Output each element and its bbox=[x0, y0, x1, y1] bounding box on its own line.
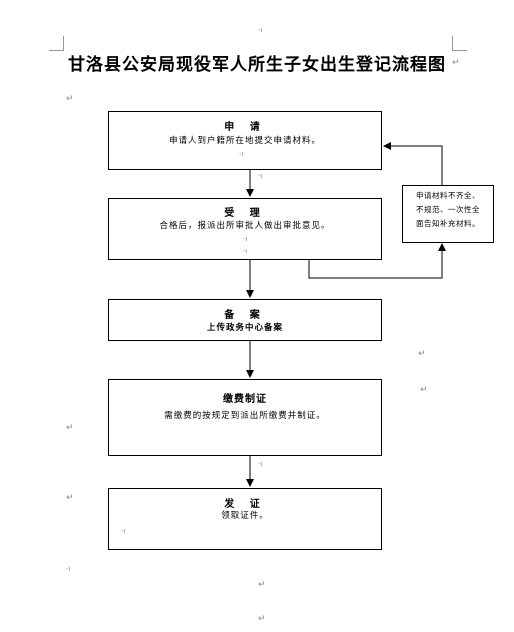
step-fee-box: 缴费制证 需缴费的按规定到派出所缴费并制证。 bbox=[108, 379, 382, 456]
paragraph-mark: ↵ bbox=[66, 423, 74, 433]
step-text: 需缴费的按规定到派出所缴费并制证。 bbox=[164, 411, 326, 421]
page-title: 甘洛县公安局现役军人所生子女出生登记流程图 bbox=[68, 55, 446, 75]
paragraph-mark: ·ı bbox=[243, 247, 248, 255]
step-heading: 申 请 bbox=[224, 122, 266, 133]
step-heading: 发 证 bbox=[224, 499, 266, 510]
step-text: 上传政务中心备案 bbox=[206, 323, 283, 333]
side-note-line: 不规范、一次性全 bbox=[416, 205, 480, 214]
paragraph-mark: ↵ bbox=[66, 94, 74, 104]
step-heading: 缴费制证 bbox=[223, 394, 267, 405]
page-corner-mark-left bbox=[49, 36, 64, 51]
side-note-line: 面告知补充材料。 bbox=[416, 219, 480, 228]
step-accept-box: 受 理 合格后，报派出所审批人做出审批意见。 ·ı ·ı bbox=[108, 198, 382, 260]
step-text: 领取证件。 bbox=[221, 511, 269, 521]
step-text: 合格后，报派出所审批人做出审批意见。 bbox=[159, 221, 331, 231]
paragraph-mark: ·ı bbox=[239, 150, 244, 158]
step-text: 申请人到户籍所在地提交申请材料。 bbox=[168, 136, 321, 146]
paragraph-mark: ↵ bbox=[258, 614, 266, 624]
paragraph-mark: ·ı bbox=[258, 26, 263, 34]
step-record-box: 备 案 上传政务中心备案 bbox=[108, 299, 382, 341]
page-corner-mark-right bbox=[452, 36, 467, 51]
step-heading: 备 案 bbox=[224, 310, 266, 321]
step-apply-box: 申 请 申请人到户籍所在地提交申请材料。 ·ı bbox=[108, 111, 382, 170]
arrow-to-side-note bbox=[308, 243, 446, 279]
paragraph-mark: ↵ bbox=[66, 493, 74, 503]
paragraph-mark: ↵ bbox=[452, 58, 460, 68]
paragraph-mark: ↵ bbox=[418, 349, 426, 359]
paragraph-mark: ·ı bbox=[66, 565, 71, 573]
paragraph-mark: ·ı bbox=[258, 172, 263, 180]
paragraph-mark: ·ı bbox=[243, 235, 248, 243]
side-note-line: 申请材料不齐全、 bbox=[416, 191, 480, 200]
step-heading: 受 理 bbox=[224, 208, 266, 219]
paragraph-mark: ·ı bbox=[121, 527, 126, 535]
side-note-box: 申请材料不齐全、 不规范、一次性全 面告知补充材料。 bbox=[402, 185, 494, 243]
paragraph-mark: ↵ bbox=[258, 580, 266, 590]
paragraph-mark: ↵ bbox=[420, 385, 428, 395]
arrow-side-note-to-apply bbox=[383, 142, 443, 185]
step-issue-box: 发 证 领取证件。 ·ı bbox=[108, 488, 382, 550]
paragraph-mark: ·ı bbox=[258, 460, 263, 468]
